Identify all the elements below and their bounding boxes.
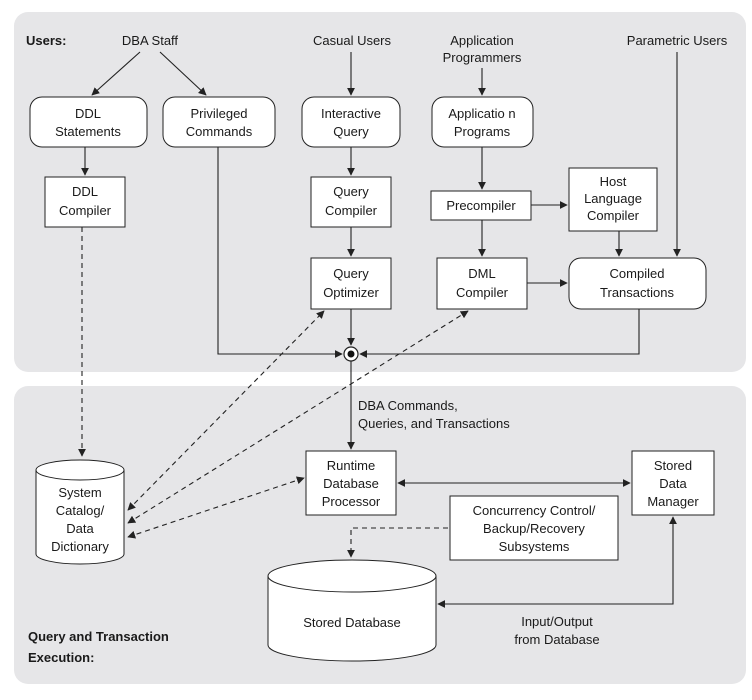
concurrency-control-box: Concurrency Control/ Backup/Recovery Sub…: [449, 495, 619, 561]
stored-database-cylinder: Stored Database: [267, 559, 437, 662]
dml-compiler-line1: DML: [468, 266, 495, 281]
arrow-database-to-manager: [437, 516, 677, 608]
dba-commands-label-line1: DBA Commands,: [358, 398, 458, 413]
host-language-line1: Host: [600, 174, 627, 189]
runtime-processor-line1: Runtime: [327, 458, 375, 473]
runtime-processor-line2: Database: [323, 476, 379, 491]
dashed-catalog-to-runtime: [127, 476, 305, 539]
application-programs-line2: Programs: [454, 124, 511, 139]
dba-commands-label-line2: Queries, and Transactions: [358, 416, 510, 431]
runtime-processor-line3: Processor: [322, 494, 381, 509]
compiled-transactions-line2: Transactions: [600, 285, 674, 300]
ddl-compiler-box: DDL Compiler: [44, 176, 126, 228]
ddl-compiler-line2: Compiler: [59, 203, 112, 218]
stored-database-label: Stored Database: [303, 615, 401, 630]
casual-users-label: Casual Users: [313, 33, 392, 48]
interactive-query-box: Interactive Query: [301, 96, 401, 148]
stored-data-manager-line1: Stored: [654, 458, 692, 473]
concurrency-control-line1: Concurrency Control/: [473, 503, 596, 518]
dml-compiler-line2: Compiler: [456, 285, 509, 300]
query-optimizer-line2: Optimizer: [323, 285, 379, 300]
runtime-processor-box: Runtime Database Processor: [305, 450, 397, 516]
query-optimizer-line1: Query: [333, 266, 369, 281]
privileged-commands-line2: Commands: [186, 124, 253, 139]
privileged-commands-box: Privileged Commands: [162, 96, 276, 148]
query-compiler-line2: Compiler: [325, 203, 378, 218]
merge-junction-dot: [347, 350, 355, 358]
application-programmers-label-line2: Programmers: [443, 50, 522, 65]
system-catalog-line4: Dictionary: [51, 539, 109, 554]
input-output-label-line1: Input/Output: [521, 614, 593, 629]
system-catalog-line2: Catalog/: [56, 503, 105, 518]
concurrency-control-line3: Subsystems: [499, 539, 570, 554]
application-programs-line1: Applicatio n: [448, 106, 515, 121]
ddl-statements-box: DDL Statements: [29, 96, 148, 148]
host-language-line3: Compiler: [587, 208, 640, 223]
users-section-label: Users:: [26, 33, 66, 48]
query-compiler-box: Query Compiler: [310, 176, 392, 228]
ddl-statements-line2: Statements: [55, 124, 121, 139]
concurrency-control-line2: Backup/Recovery: [483, 521, 585, 536]
interactive-query-line1: Interactive: [321, 106, 381, 121]
stored-data-manager-line3: Manager: [647, 494, 699, 509]
dashed-connectors: [78, 227, 469, 558]
compiled-transactions-box: Compiled Transactions: [568, 257, 707, 310]
system-catalog-line3: Data: [66, 521, 94, 536]
application-programs-box: Applicatio n Programs: [431, 96, 534, 148]
dml-compiler-box: DML Compiler: [436, 257, 528, 310]
execution-section-label-line1: Query and Transaction: [28, 629, 169, 644]
interactive-query-line2: Query: [333, 124, 369, 139]
host-language-line2: Language: [584, 191, 642, 206]
dba-staff-label: DBA Staff: [122, 33, 179, 48]
compiled-transactions-line1: Compiled: [610, 266, 665, 281]
arrow-dba-to-privileged: [159, 51, 207, 96]
stored-data-manager-line2: Data: [659, 476, 687, 491]
ddl-compiler-line1: DDL: [72, 184, 98, 199]
parametric-users-label: Parametric Users: [627, 33, 728, 48]
precompiler-label: Precompiler: [446, 198, 516, 213]
host-language-compiler-box: Host Language Compiler: [568, 167, 658, 232]
stored-data-manager-box: Stored Data Manager: [631, 450, 715, 516]
input-output-label-line2: from Database: [514, 632, 599, 647]
system-catalog-cylinder: System Catalog/ Data Dictionary: [35, 459, 125, 565]
query-optimizer-box: Query Optimizer: [310, 257, 392, 310]
arrow-dba-to-ddl: [91, 51, 141, 96]
precompiler-box: Precompiler: [430, 190, 532, 221]
system-catalog-line1: System: [58, 485, 101, 500]
ddl-statements-line1: DDL: [75, 106, 101, 121]
application-programmers-label-line1: Application: [450, 33, 514, 48]
privileged-commands-line1: Privileged: [190, 106, 247, 121]
query-compiler-line1: Query: [333, 184, 369, 199]
execution-section-label-line2: Execution:: [28, 650, 94, 665]
